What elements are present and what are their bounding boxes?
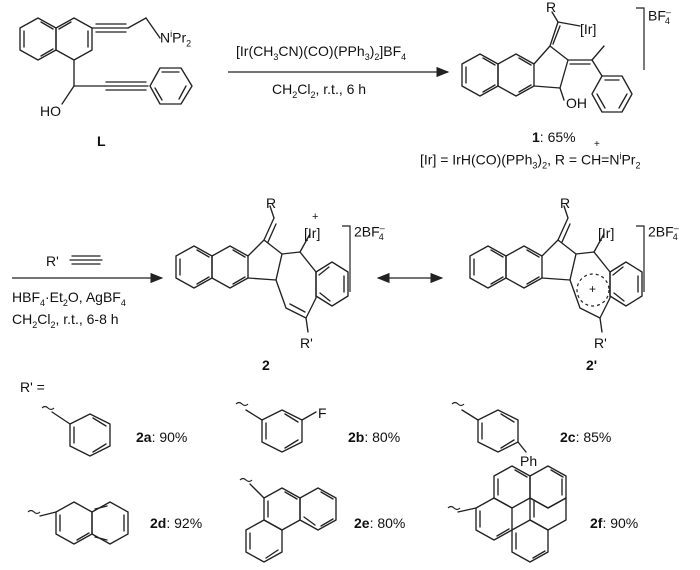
top-conditions: CH2Cl2, r.t., 6 h bbox=[272, 81, 367, 100]
bottom-conditions-2: CH2Cl2, r.t., 6-8 h bbox=[12, 311, 119, 330]
substituent-2d-structure bbox=[27, 501, 129, 545]
bottom-conditions-1: HBF4·Et2O, AgBF4 bbox=[12, 289, 126, 308]
ir-definition-charge: + bbox=[594, 139, 600, 150]
compound-1-ir-label: [Ir] bbox=[580, 21, 597, 37]
substituent-2b-F: F bbox=[318, 405, 327, 421]
compound-2prime-structure bbox=[469, 205, 643, 333]
compound-2-label: 2 bbox=[262, 357, 270, 373]
yield-2c: 2c: 85% bbox=[560, 429, 612, 445]
compound-2-R-label: R bbox=[266, 195, 277, 211]
substituent-2c-Ph: Ph bbox=[520, 453, 538, 469]
substituent-2b-structure bbox=[235, 401, 317, 453]
compound-2-counterion: 2BF–4 bbox=[354, 223, 385, 243]
yield-2a: 2a: 90% bbox=[136, 429, 188, 445]
yield-2e: 2e: 80% bbox=[354, 515, 406, 531]
top-reagent: [Ir(CH3CN)(CO)(PPh3)2]BF4 bbox=[236, 43, 407, 62]
compound-2prime-ir-label: [Ir] bbox=[598, 225, 615, 241]
alkyne-reagent bbox=[69, 255, 103, 265]
yield-2d: 2d: 92% bbox=[150, 515, 203, 531]
yield-2f: 2f: 90% bbox=[590, 515, 639, 531]
compound-1-R-label: R bbox=[546, 0, 557, 15]
bracket-2 bbox=[342, 225, 351, 292]
substituent-header: R' = bbox=[20, 379, 45, 395]
compound-L-label: L bbox=[97, 133, 106, 149]
L-hydroxyl-label: HO bbox=[40, 103, 61, 119]
compound-2-rprime-label: R' bbox=[300, 335, 313, 351]
substituent-2c-structure bbox=[451, 401, 527, 453]
compound-2-plus: + bbox=[312, 211, 319, 223]
compound-1-oh-label: OH bbox=[566, 95, 587, 111]
compound-1-structure bbox=[461, 11, 633, 113]
substituent-2a-structure bbox=[41, 405, 111, 457]
bracket-1 bbox=[636, 7, 645, 70]
substituent-2e-structure bbox=[239, 477, 337, 563]
compound-2prime-rprime-label: R' bbox=[594, 335, 607, 351]
L-amine-label: NiPr2 bbox=[160, 29, 192, 49]
compound-2prime-plus: + bbox=[589, 282, 597, 296]
compound-1-counterion: BF–4 bbox=[648, 7, 671, 27]
ir-definition: [Ir] = IrH(CO)(PPh3)2, R = CH=NiPr2 bbox=[420, 151, 641, 171]
alkyne-R-label: R' bbox=[46, 253, 59, 269]
compound-L-structure bbox=[19, 17, 193, 105]
compound-2prime-R-label: R bbox=[560, 195, 571, 211]
compound-2prime-counterion: 2BF–4 bbox=[648, 223, 679, 243]
compound-2-ir-label: [Ir] bbox=[304, 225, 321, 241]
compound-2-structure bbox=[175, 205, 349, 333]
substituent-2f-structure bbox=[447, 465, 567, 563]
compound-2prime-label: 2' bbox=[586, 357, 598, 373]
bracket-2prime bbox=[636, 225, 645, 292]
compound-1-yield: 1: 65% bbox=[532, 129, 576, 145]
yield-2b: 2b: 80% bbox=[348, 429, 401, 445]
